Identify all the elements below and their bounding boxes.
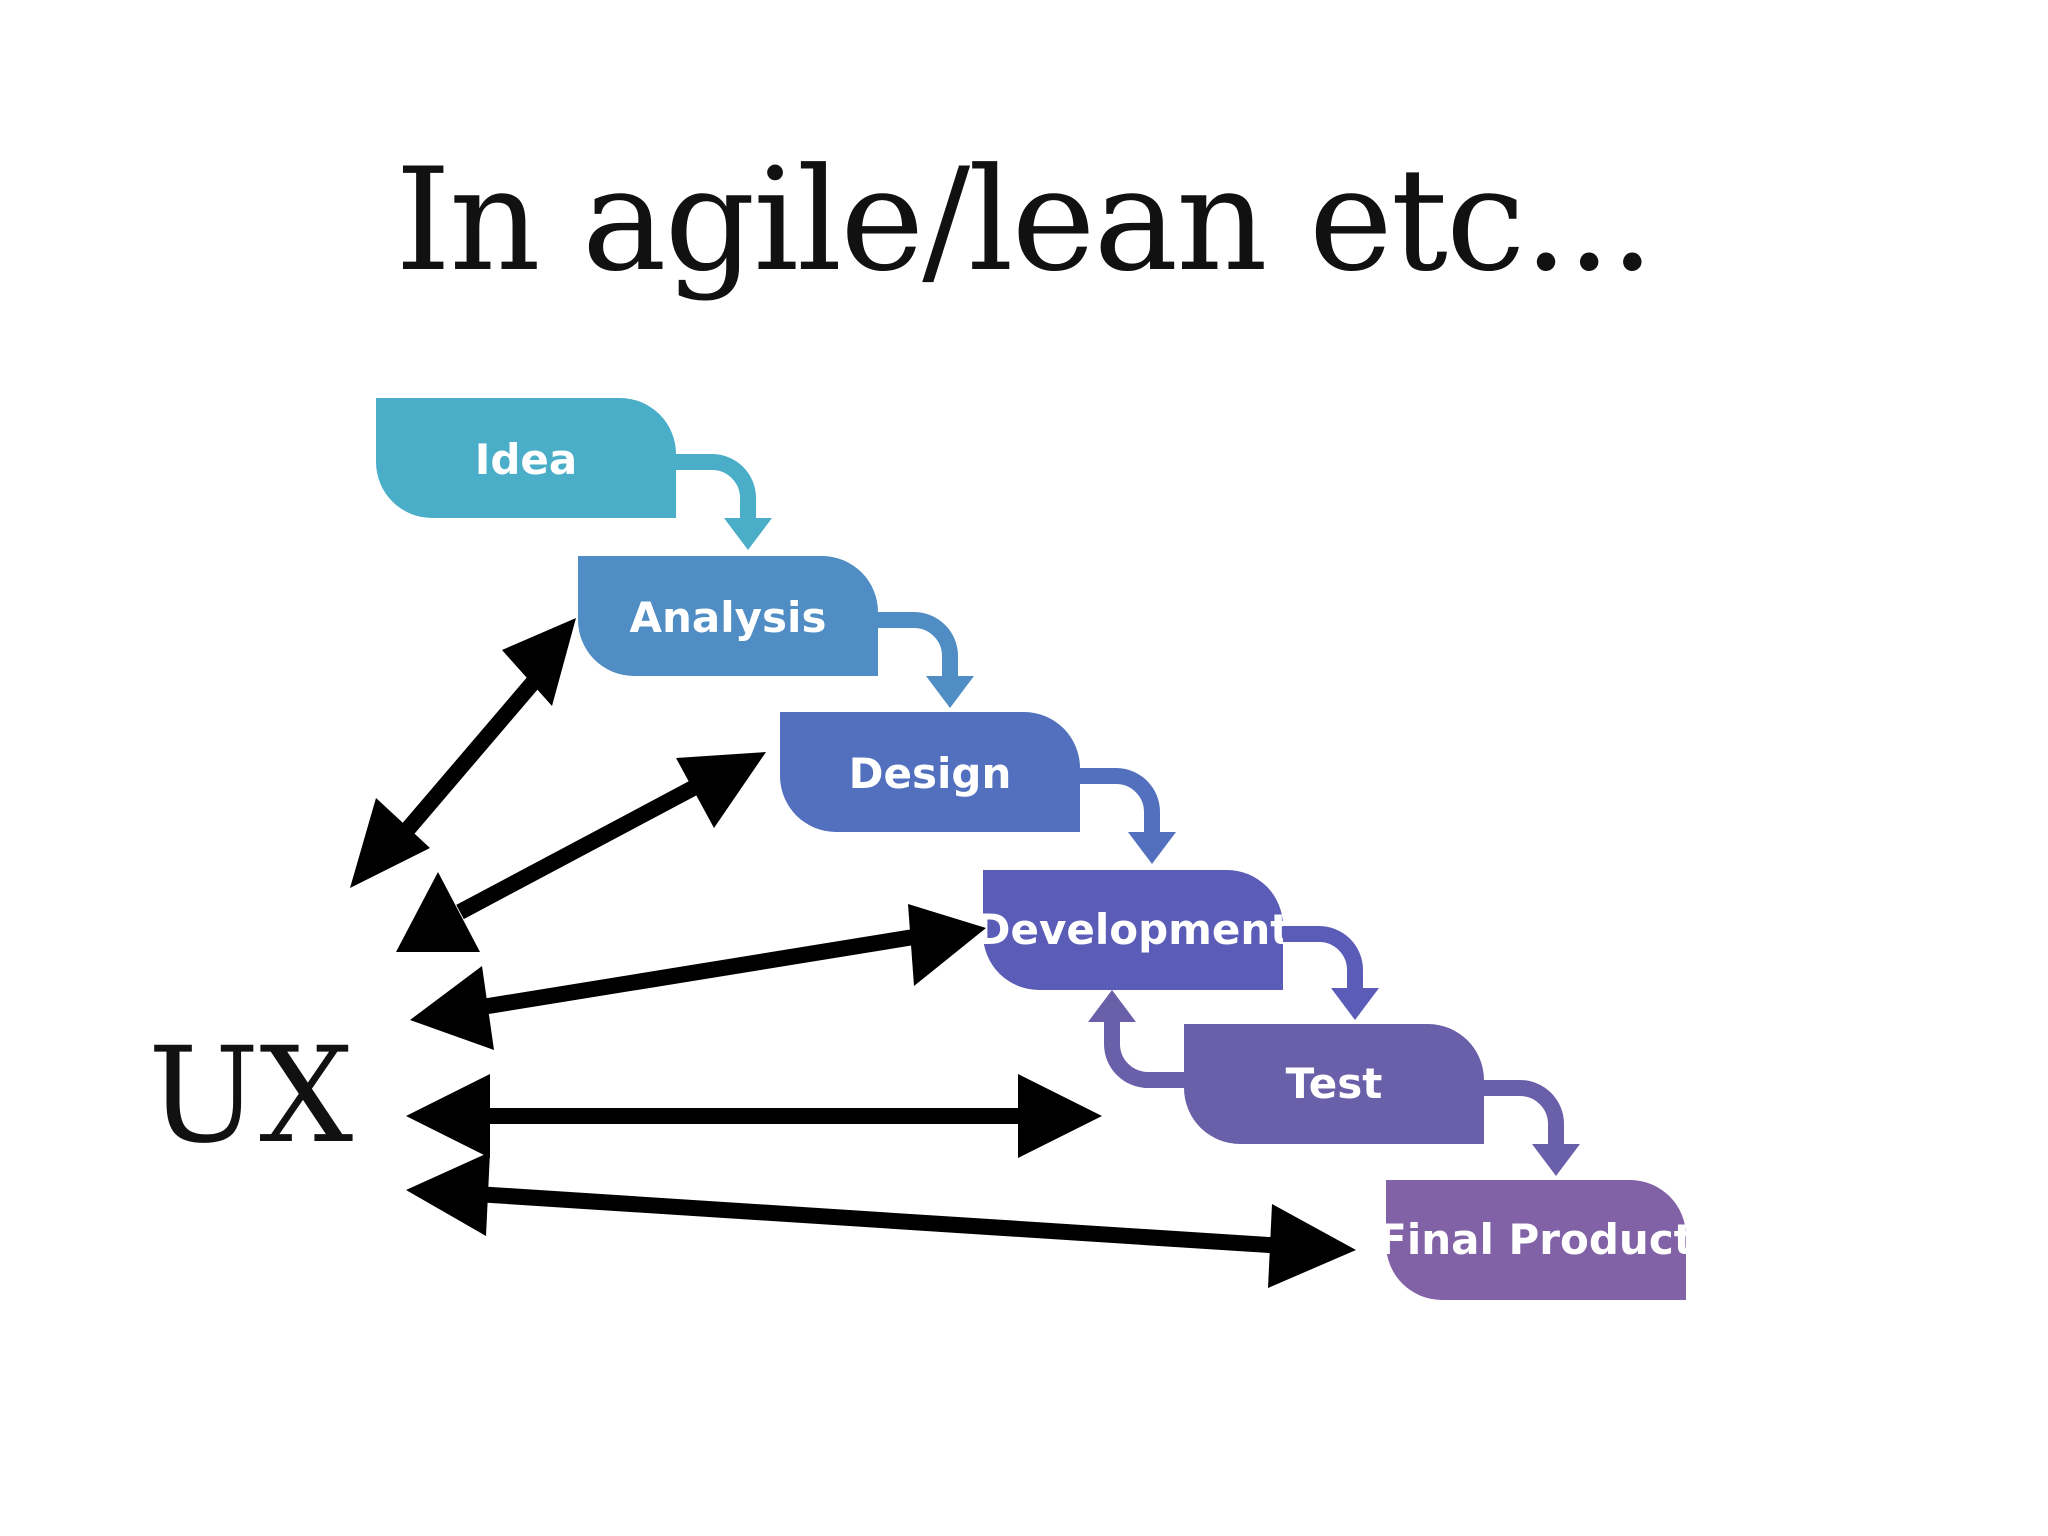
flow-arrow-idea-analysis xyxy=(676,454,772,550)
step-idea: Idea xyxy=(376,398,676,518)
step-box xyxy=(1184,1024,1484,1144)
flow-arrow-analysis-design xyxy=(878,612,974,708)
ux-arrow-development xyxy=(410,904,986,1050)
ux-label: UX xyxy=(148,1019,354,1173)
flow-arrow-test-development xyxy=(1088,990,1184,1088)
flow-arrow-test-final xyxy=(1484,1080,1580,1176)
step-development: Development xyxy=(976,870,1291,990)
step-box xyxy=(376,398,676,518)
step-label: Final Product xyxy=(1378,1215,1694,1264)
ux-arrow-design xyxy=(396,752,766,952)
step-label: Analysis xyxy=(630,593,827,642)
ux-arrow-final-product xyxy=(406,1152,1356,1288)
step-box xyxy=(983,870,1283,990)
step-final-product: Final Product xyxy=(1378,1180,1694,1300)
step-test: Test xyxy=(1184,1024,1484,1144)
step-box xyxy=(1386,1180,1686,1300)
step-label: Development xyxy=(976,905,1291,954)
step-design: Design xyxy=(780,712,1080,832)
step-label: Test xyxy=(1286,1059,1383,1108)
step-box xyxy=(578,556,878,676)
ux-arrow-analysis xyxy=(350,618,576,888)
flow-arrow-development-test xyxy=(1283,926,1379,1020)
step-label: Idea xyxy=(475,435,578,484)
ux-arrow-test xyxy=(406,1074,1102,1158)
step-box xyxy=(780,712,1080,832)
flow-arrow-design-development xyxy=(1080,768,1176,864)
slide-title: In agile/lean etc... xyxy=(395,138,1655,303)
step-analysis: Analysis xyxy=(578,556,878,676)
step-label: Design xyxy=(849,749,1012,798)
